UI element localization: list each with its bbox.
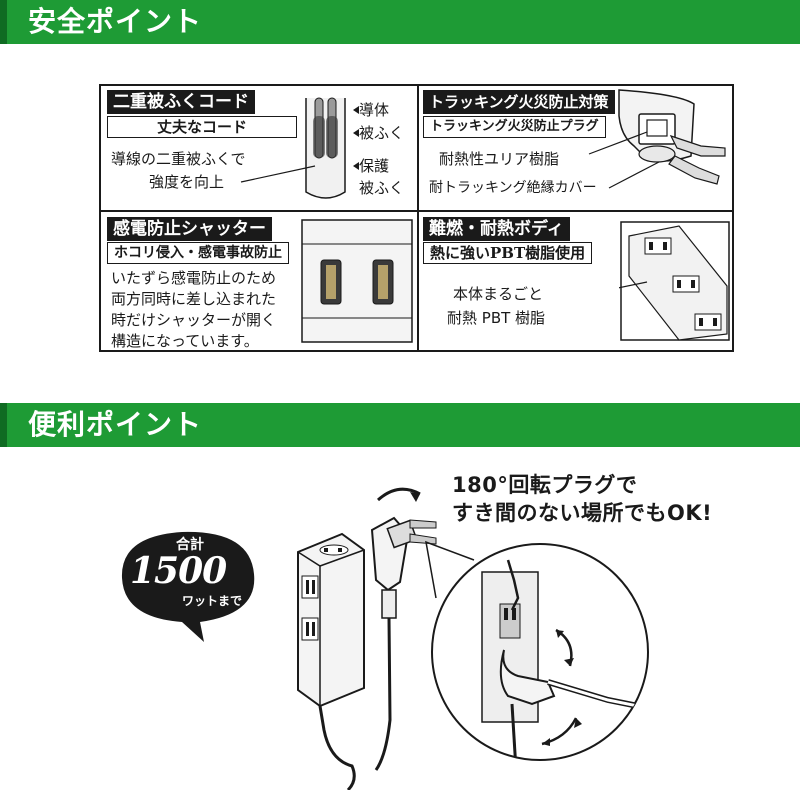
convenience-banner-title: 便利ポイント <box>28 408 203 441</box>
panel-horizontal-divider <box>101 210 732 212</box>
urea-resin-label: 耐熱性ユリア樹脂 <box>439 150 560 168</box>
shutter-text-line4: 構造になっています。 <box>111 332 259 350</box>
insulation-label: 被ふく <box>359 124 405 142</box>
safety-banner-title: 安全ポイント <box>28 5 203 38</box>
shutter-cell-subtitle: ホコリ侵入・感電事故防止 <box>107 242 289 264</box>
wall-outlet-zoom-illustration <box>425 540 649 761</box>
cord-cell-subtitle: 丈夫なコード <box>107 116 297 138</box>
body-text-line1: 本体まるごと <box>453 285 544 303</box>
wattage-badge <box>121 531 255 642</box>
tracking-plug-illustration <box>588 89 726 189</box>
badge-wattage-number: 1500 <box>130 550 227 592</box>
badge-total-label: 合計 <box>176 537 204 553</box>
cord-cell-text-line1: 導線の二重被ふくで <box>111 150 246 168</box>
protective-label-line2: 被ふく <box>359 179 405 197</box>
shutter-text-line1: いたずら感電防止のため <box>111 269 277 287</box>
conductor-label: 導体 <box>359 101 390 119</box>
badge-unit-label: ワットまで <box>182 594 243 608</box>
pbt-body-illustration <box>619 221 730 341</box>
cord-cross-section-illustration <box>240 90 359 206</box>
body-text-line2: 耐熱 PBT 樹脂 <box>447 309 546 327</box>
callout-line2: すき間のない場所でもOK! <box>452 501 713 525</box>
safety-features-panel: 二重被ふくコード 丈夫なコード 導線の二重被ふくで 強度を向上 導体 被ふく 保… <box>99 84 734 352</box>
anti-tracking-cover-label: 耐トラッキング絶縁カバー <box>429 180 597 196</box>
shutter-text-line2: 両方同時に差し込まれた <box>111 290 277 308</box>
callout-line1: 180°回転プラグで <box>452 473 638 497</box>
convenience-banner: 便利ポイント <box>0 403 800 447</box>
tracking-cell-title: トラッキング火災防止対策 <box>423 90 615 114</box>
body-cell-title: 難燃・耐熱ボディ <box>423 217 570 241</box>
tracking-cell-subtitle: トラッキング火災防止プラグ <box>423 116 606 138</box>
panel-vertical-divider <box>417 86 419 350</box>
shutter-cell-title: 感電防止シャッター <box>107 217 272 241</box>
shutter-outlet-illustration <box>301 219 413 343</box>
shutter-text-line3: 時だけシャッターが開く <box>111 311 277 329</box>
body-cell-subtitle: 熱に強いPBT樹脂使用 <box>423 242 593 264</box>
cord-cell-title: 二重被ふくコード <box>107 90 255 114</box>
safety-banner: 安全ポイント <box>0 0 800 44</box>
protective-label-line1: 保護 <box>359 157 390 175</box>
power-strip-illustration <box>297 487 437 790</box>
cord-cell-text-line2: 強度を向上 <box>149 173 225 191</box>
